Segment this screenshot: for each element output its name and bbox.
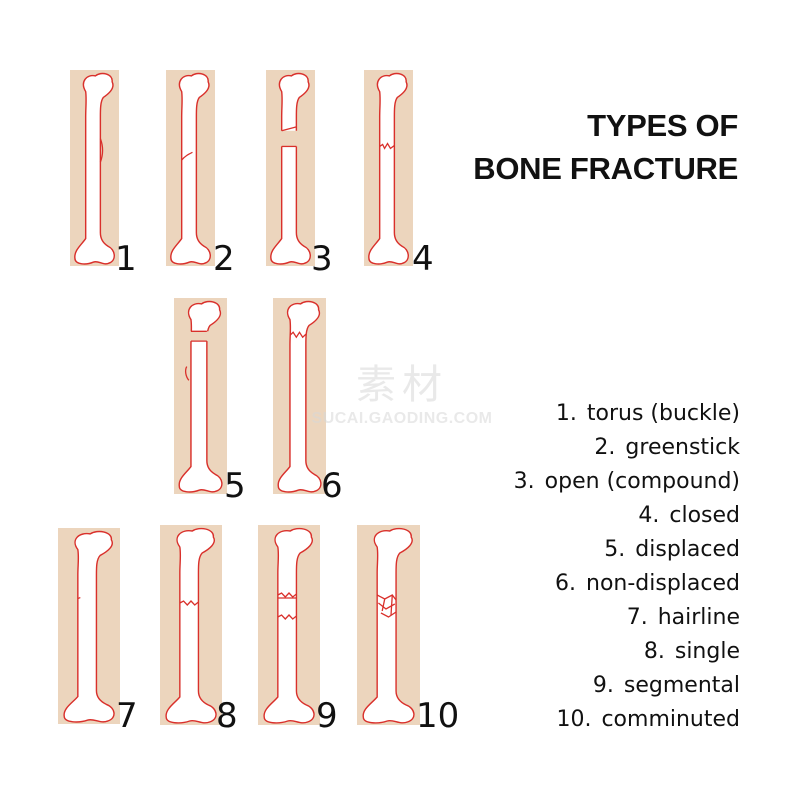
displaced-shard xyxy=(186,367,189,381)
bone-outline xyxy=(64,531,114,721)
buckle-bulge xyxy=(100,139,102,163)
segment-break-lower xyxy=(278,615,297,619)
comminuted-crack-1 xyxy=(377,595,396,600)
femur-bone-7 xyxy=(64,531,114,721)
femur-bone-4 xyxy=(369,73,408,263)
comminuted-crack-5 xyxy=(391,595,392,615)
legend-number: 3. xyxy=(513,469,535,494)
legend-number: 4. xyxy=(638,503,660,528)
legend-label: hairline xyxy=(657,605,740,630)
panel-number-5: 5 xyxy=(224,466,246,506)
legend-number: 8. xyxy=(643,639,665,664)
legend-item: 4. closed xyxy=(514,499,740,533)
bone-outline xyxy=(264,529,314,723)
legend-item: 10. comminuted xyxy=(514,703,740,737)
legend-label: open (compound) xyxy=(544,469,740,494)
panel-number-1: 1 xyxy=(115,239,137,279)
legend-item: 8. single xyxy=(514,635,740,669)
legend-label: comminuted xyxy=(601,707,740,732)
legend-label: single xyxy=(674,639,740,664)
legend-label: displaced xyxy=(635,537,740,562)
comminuted-crack-3 xyxy=(381,612,396,617)
legend-number: 6. xyxy=(555,571,577,596)
legend-number: 10. xyxy=(556,707,592,732)
legend-item: 1. torus (buckle) xyxy=(514,397,740,431)
legend-item: 9. segmental xyxy=(514,669,740,703)
legend-number: 1. xyxy=(555,401,577,426)
bone-outline xyxy=(363,529,414,723)
title-line-1: TYPES OF xyxy=(587,108,738,143)
femur-bone-1 xyxy=(75,73,114,263)
bone-outline xyxy=(369,73,408,263)
panel-number-3: 3 xyxy=(311,239,333,279)
comminuted-crack-4 xyxy=(382,599,385,611)
legend-number: 2. xyxy=(594,435,616,460)
panel-number-4: 4 xyxy=(412,239,434,279)
legend-label: closed xyxy=(669,503,740,528)
femur-bone-6 xyxy=(278,301,321,491)
bone-outline xyxy=(278,301,321,491)
legend-label: segmental xyxy=(623,673,740,698)
closed-crack xyxy=(380,144,395,149)
legend-label: greenstick xyxy=(625,435,740,460)
nondisplaced-crack xyxy=(290,332,306,337)
bone-outline xyxy=(271,73,310,263)
panel-number-9: 9 xyxy=(316,696,338,736)
legend-number: 5. xyxy=(604,537,626,562)
bone-outline xyxy=(166,529,216,723)
fracture-gap xyxy=(279,130,299,147)
panel-number-2: 2 xyxy=(213,239,235,279)
legend-item: 6. non-displaced xyxy=(514,567,740,601)
bone-outline xyxy=(171,73,210,263)
legend-number: 7. xyxy=(626,605,648,630)
fracture-gap xyxy=(188,331,209,342)
legend-number: 9. xyxy=(592,673,614,698)
femur-bone-5 xyxy=(179,301,222,491)
greenstick-crack xyxy=(182,152,193,160)
legend-item: 3. open (compound) xyxy=(514,465,740,499)
panel-number-10: 10 xyxy=(416,696,459,736)
segment-break-upper xyxy=(278,593,297,597)
legend-item: 7. hairline xyxy=(514,601,740,635)
legend-label: non-displaced xyxy=(586,571,740,596)
bone-outline xyxy=(179,301,222,491)
fracture-edge-top xyxy=(282,127,297,131)
title-line-2: BONE FRACTURE xyxy=(473,151,738,186)
femur-bone-3 xyxy=(271,73,310,263)
panel-number-7: 7 xyxy=(116,696,138,736)
hairline-crack xyxy=(78,598,80,599)
femur-bone-9 xyxy=(264,529,314,723)
panel-number-8: 8 xyxy=(216,696,238,736)
fracture-legend: 1. torus (buckle) 2. greenstick 3. open (co… xyxy=(514,397,740,737)
legend-item: 5. displaced xyxy=(514,533,740,567)
legend-label: torus (buckle) xyxy=(586,401,740,426)
femur-bone-2 xyxy=(171,73,210,263)
femur-bone-8 xyxy=(166,529,216,723)
legend-item: 2. greenstick xyxy=(514,431,740,465)
bone-outline xyxy=(75,73,114,263)
femur-bone-10 xyxy=(363,529,414,723)
panel-number-6: 6 xyxy=(321,466,343,506)
single-break xyxy=(180,601,199,605)
